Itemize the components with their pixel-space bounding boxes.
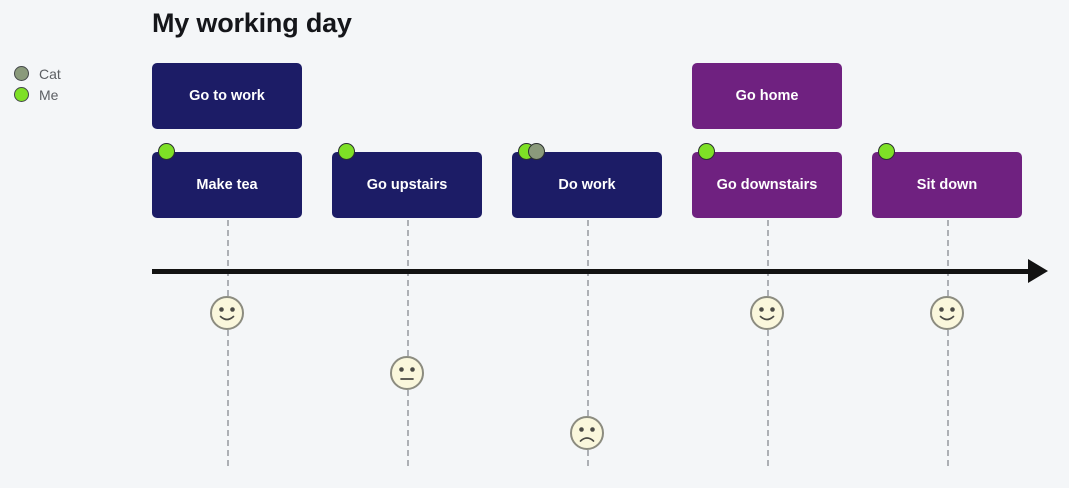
timeline-axis-line bbox=[152, 269, 1032, 274]
legend-item-me[interactable]: Me bbox=[14, 84, 134, 105]
tick-line bbox=[407, 220, 409, 466]
actor-dot-cat bbox=[528, 143, 545, 160]
mood-face-neutral-icon bbox=[389, 355, 425, 391]
mood-face-happy-icon bbox=[749, 295, 785, 331]
activity-box[interactable]: Go home bbox=[692, 63, 842, 129]
tick-line bbox=[767, 220, 769, 466]
activity-box[interactable]: Make tea bbox=[152, 143, 302, 218]
actor-markers bbox=[698, 143, 715, 160]
legend-item-cat[interactable]: Cat bbox=[14, 63, 134, 84]
actor-markers bbox=[158, 143, 175, 160]
page-title: My working day bbox=[152, 8, 352, 38]
mood-face-sad-icon bbox=[569, 415, 605, 451]
activity-box[interactable]: Go upstairs bbox=[332, 143, 482, 218]
actor-markers bbox=[518, 143, 545, 160]
actor-markers bbox=[878, 143, 895, 160]
actor-dot-me bbox=[878, 143, 895, 160]
actor-dot-me bbox=[158, 143, 175, 160]
legend-item-label: Me bbox=[39, 86, 59, 103]
actor-markers bbox=[338, 143, 355, 160]
mood-face-happy-icon bbox=[209, 295, 245, 331]
activity-box[interactable]: Do work bbox=[512, 143, 662, 218]
activity-box-label: Go upstairs bbox=[366, 177, 448, 193]
activity-box-label: Go home bbox=[735, 88, 799, 104]
activity-box[interactable]: Sit down bbox=[872, 143, 1022, 218]
activity-box-label: Go to work bbox=[189, 88, 265, 104]
actor-dot-me bbox=[698, 143, 715, 160]
tick-line bbox=[227, 220, 229, 466]
tick-line bbox=[947, 220, 949, 466]
mood-face-happy-icon bbox=[929, 295, 965, 331]
activity-box-label: Sit down bbox=[916, 177, 978, 193]
activity-box-label: Do work bbox=[558, 177, 616, 193]
activity-box-label: Make tea bbox=[196, 177, 258, 193]
tick-line bbox=[587, 220, 589, 466]
legend-item-label: Cat bbox=[39, 65, 61, 82]
arrow-right-icon bbox=[1028, 259, 1048, 283]
actor-dot-me bbox=[338, 143, 355, 160]
circle-marker-icon bbox=[14, 66, 29, 81]
activity-box[interactable]: Go downstairs bbox=[692, 143, 842, 218]
activity-box-label: Go downstairs bbox=[716, 177, 818, 193]
circle-marker-icon bbox=[14, 87, 29, 102]
activity-box[interactable]: Go to work bbox=[152, 63, 302, 129]
